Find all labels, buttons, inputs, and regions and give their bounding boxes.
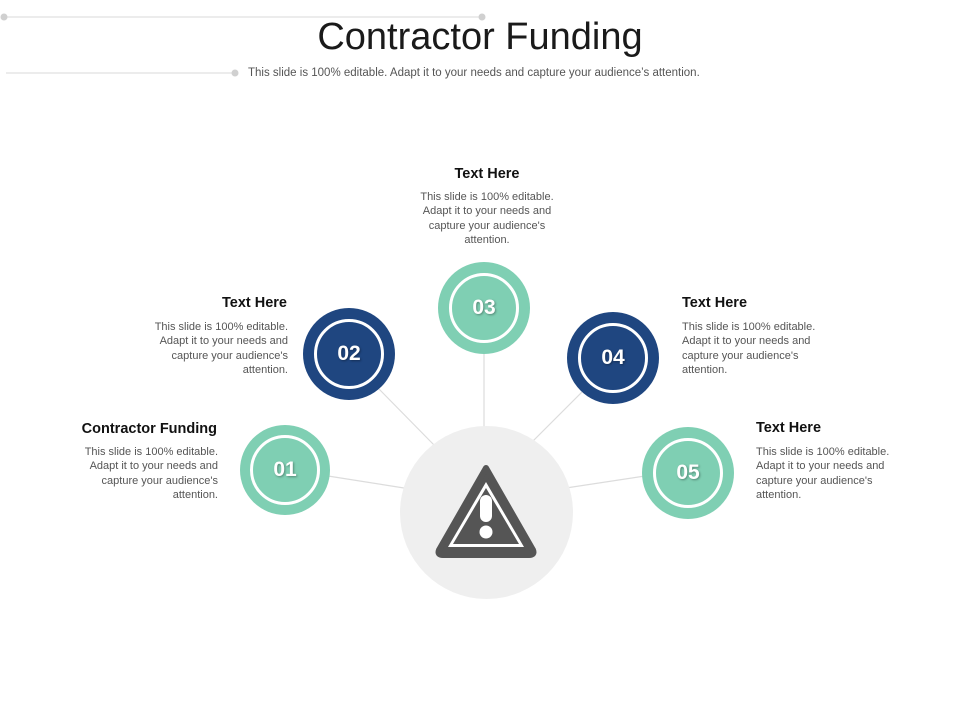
central-hub — [400, 426, 573, 599]
step-text-04: This slide is 100% editable. Adapt it to… — [682, 321, 816, 376]
step-title-02: Text Here — [221, 295, 287, 311]
slide-subtitle: This slide is 100% editable. Adapt it to… — [248, 67, 700, 79]
warning-triangle-icon — [435, 465, 537, 558]
step-node-05: 05 — [642, 427, 734, 519]
slide-title: Contractor Funding — [317, 16, 643, 58]
step-text-03: This slide is 100% editable. Adapt it to… — [420, 191, 554, 246]
step-title-04: Text Here — [682, 295, 748, 311]
step-node-02: 02 — [303, 308, 395, 400]
step-number-02: 02 — [314, 319, 384, 389]
step-node-03: 03 — [438, 262, 530, 354]
step-text-02: This slide is 100% editable. Adapt it to… — [154, 321, 288, 376]
step-number-04: 04 — [578, 323, 648, 393]
step-text-01: This slide is 100% editable. Adapt it to… — [84, 446, 218, 501]
header-decoration — [0, 13, 486, 77]
step-node-04: 04 — [567, 312, 659, 404]
step-title-05: Text Here — [756, 420, 822, 436]
step-text-05: This slide is 100% editable. Adapt it to… — [756, 446, 890, 501]
step-node-01: 01 — [240, 425, 330, 515]
step-title-03: Text Here — [454, 166, 520, 182]
step-number-03: 03 — [449, 273, 519, 343]
step-title-01: Contractor Funding — [81, 421, 217, 437]
step-number-05: 05 — [653, 438, 723, 508]
step-number-01: 01 — [250, 435, 320, 505]
